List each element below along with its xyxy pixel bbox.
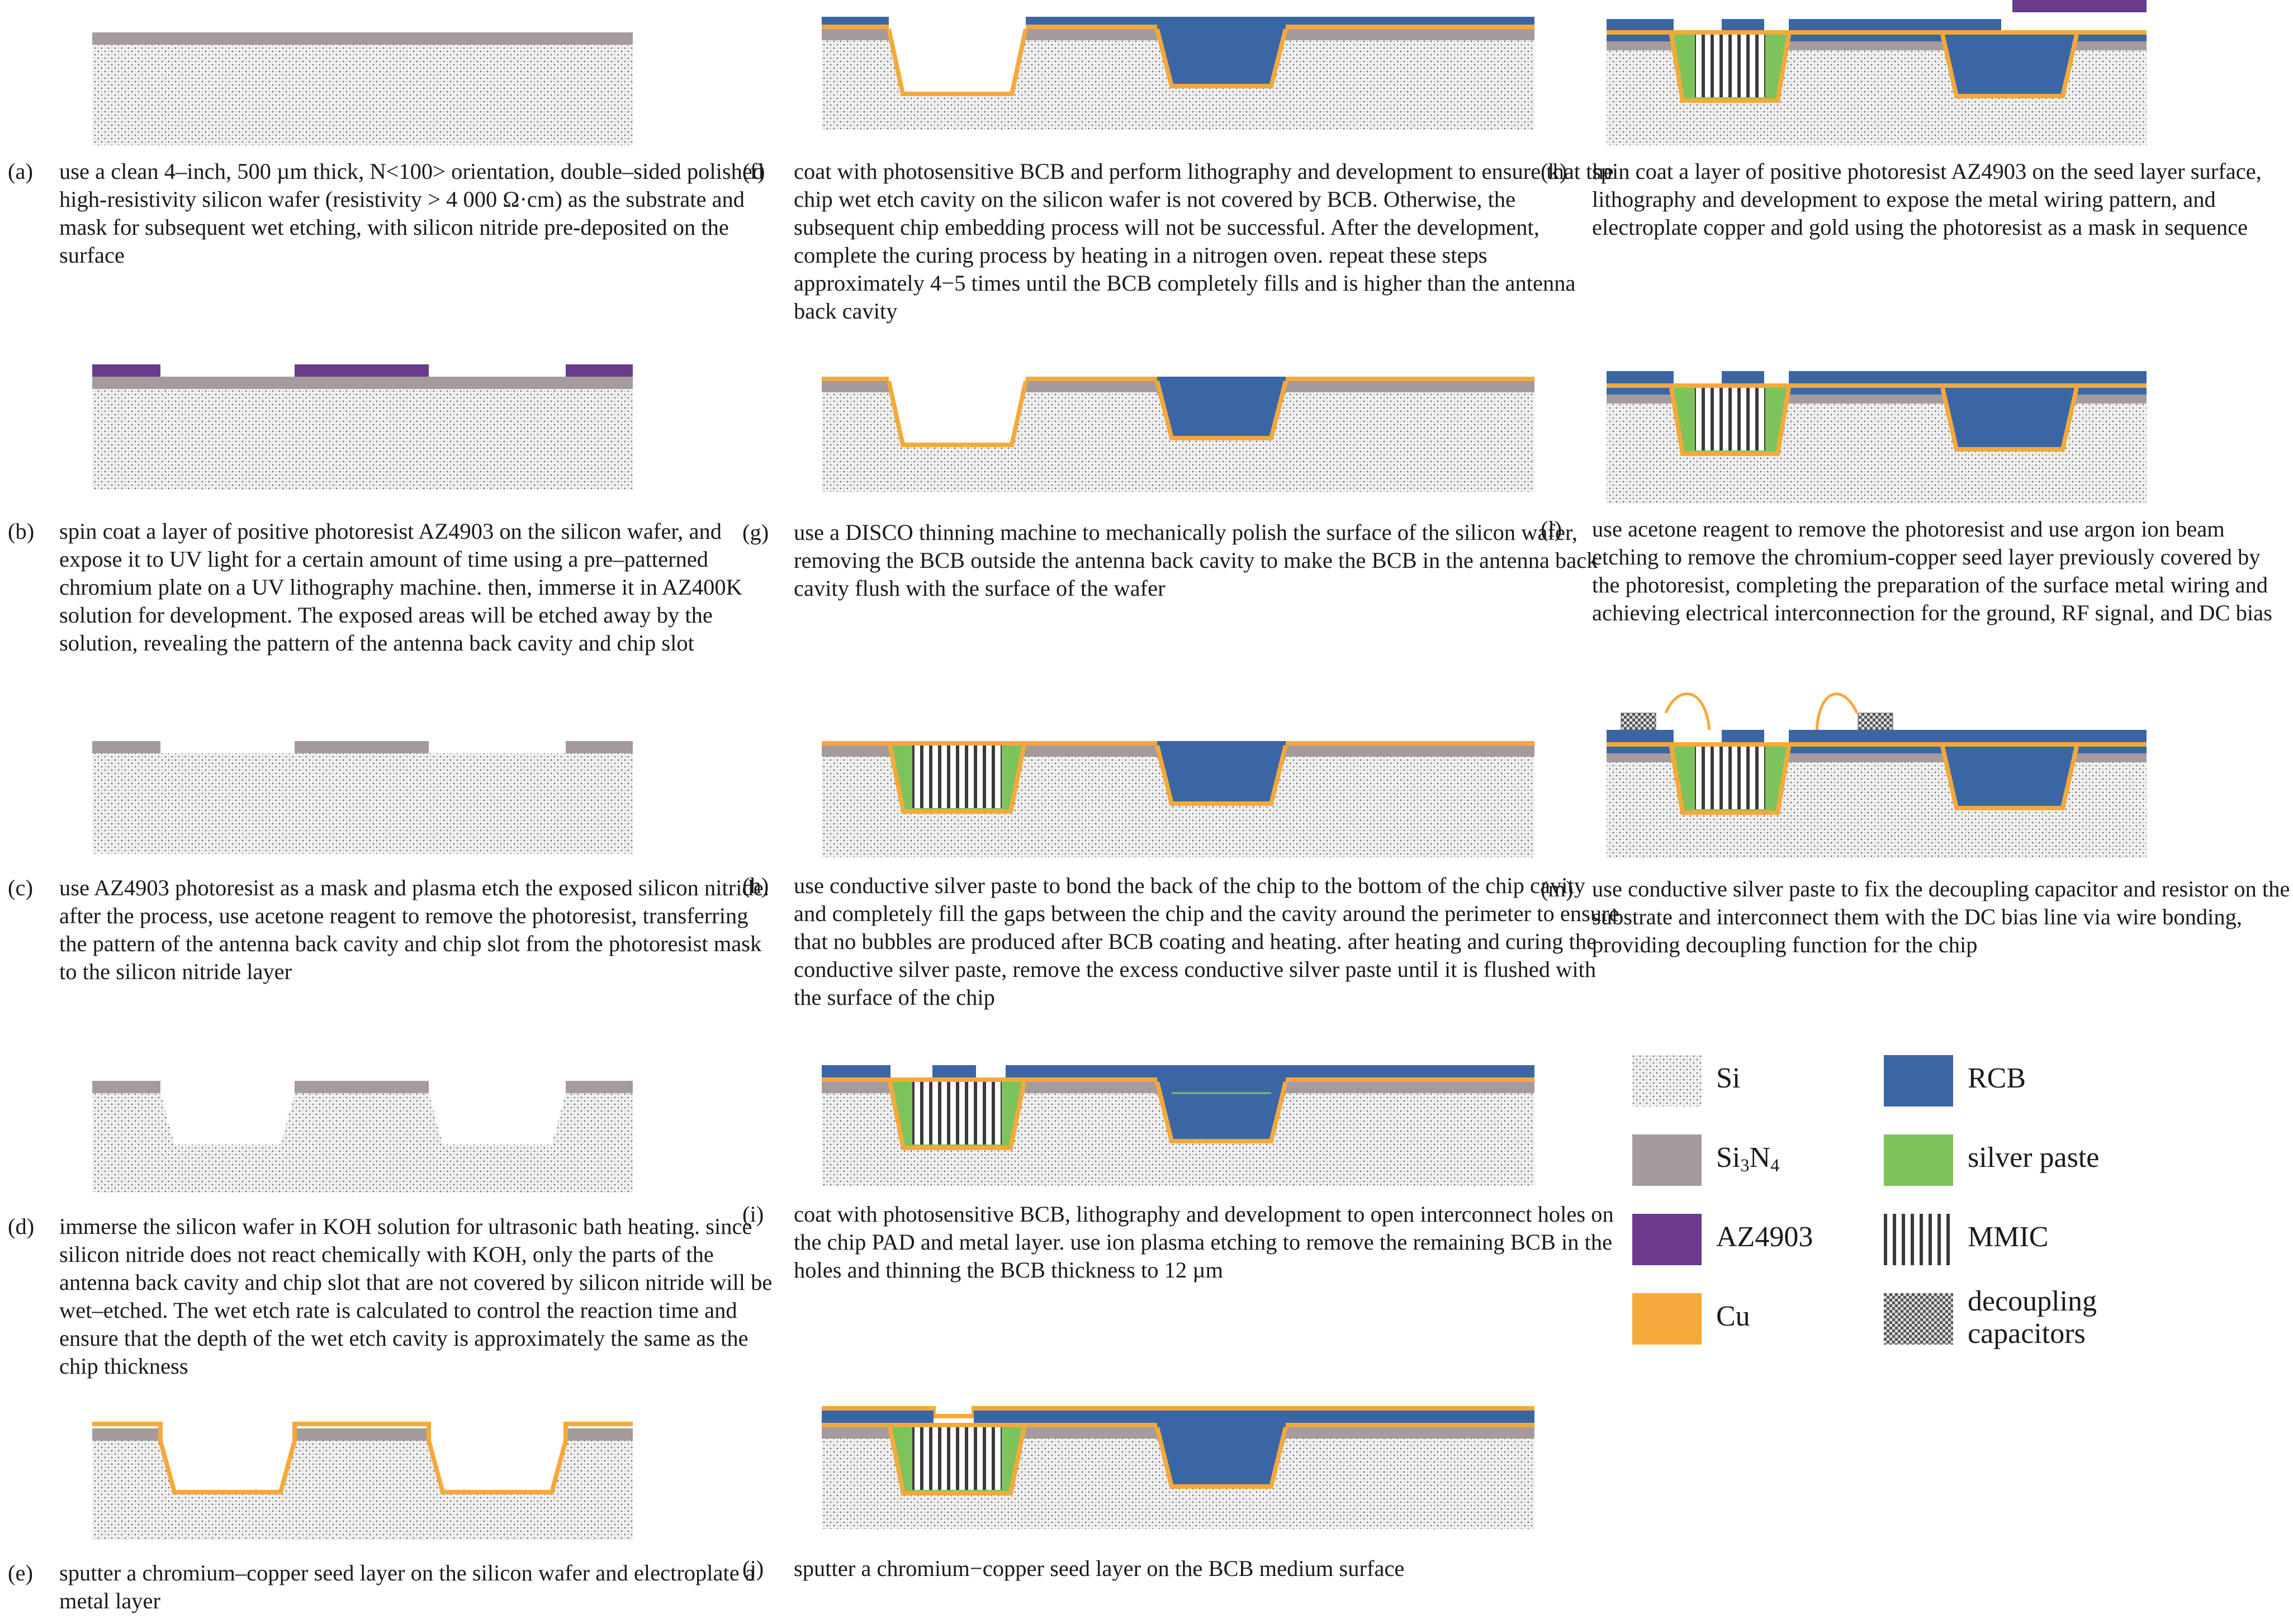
caption-text: use conductive silver paste to fix the d… bbox=[1592, 876, 2290, 957]
step-b: (b) spin coat a layer of positive photore… bbox=[0, 346, 742, 715]
caption-g: (g) use a DISCO thinning machine to mecha… bbox=[742, 519, 1621, 602]
caption-label: (c) bbox=[8, 875, 33, 900]
legend-swatch-bcb bbox=[1884, 1055, 1953, 1107]
caption-text: sputter a chromium−copper seed layer on … bbox=[794, 1556, 1405, 1581]
caption-i: (i) coat with photosensitive BCB, lithogr… bbox=[742, 1200, 1621, 1284]
caption-text: use acetone reagent to remove the photor… bbox=[1592, 516, 2272, 625]
caption-l: (l) use acetone reagent to remove the pho… bbox=[1541, 515, 2293, 627]
legend-label: RCB bbox=[1968, 1062, 2026, 1094]
legend-label: Si bbox=[1716, 1062, 1741, 1094]
caption-text: use AZ4903 photoresist as a mask and pla… bbox=[59, 875, 769, 984]
caption-label: (g) bbox=[742, 520, 769, 545]
step-e: (e) sputter a chromium–copper seed layer … bbox=[0, 1419, 755, 1621]
caption-text: sputter a chromium–copper seed layer on … bbox=[59, 1560, 755, 1613]
caption-label: (l) bbox=[1541, 516, 1562, 542]
step-g: (g) use a DISCO thinning machine to mecha… bbox=[732, 367, 1598, 646]
legend-swatch-si3n4 bbox=[1632, 1134, 1702, 1186]
step-k: (k) spin coat a layer of positive photore… bbox=[1532, 0, 2262, 291]
caption-c: (c) use AZ4903 photoresist as a mask and … bbox=[8, 874, 775, 986]
step-m: (m) use conductive silver paste to fix th… bbox=[1532, 691, 2290, 1004]
legend-swatch-mmic bbox=[1884, 1214, 1953, 1265]
step-a: (a) use a clean 4–inch, 500 µm thick, N<1… bbox=[0, 0, 764, 302]
legend-swatch-az4903 bbox=[1632, 1214, 1702, 1265]
caption-b: (b) spin coat a layer of positive photore… bbox=[8, 517, 775, 657]
legend: Si Si3N4 AZ4903 Cu RCB silver paste MMIC… bbox=[1632, 1055, 2242, 1357]
caption-label: (m) bbox=[1541, 876, 1574, 901]
cross-section-c bbox=[92, 741, 633, 854]
legend-label: Si3N4 bbox=[1716, 1142, 1780, 1176]
legend-label: MMIC bbox=[1968, 1221, 2049, 1253]
caption-label: (i) bbox=[742, 1202, 764, 1227]
caption-text: coat with photosensitive BCB, lithograph… bbox=[794, 1202, 1614, 1283]
step-j: (j) sputter a chromium−copper seed layer … bbox=[732, 1397, 1571, 1609]
caption-label: (j) bbox=[742, 1556, 764, 1581]
cross-section-e bbox=[92, 1422, 633, 1540]
caption-f: (f) coat with photosensitive BCB and perf… bbox=[742, 158, 1621, 325]
caption-text: use a clean 4–inch, 500 µm thick, N<100>… bbox=[59, 159, 764, 268]
cross-section-m bbox=[1607, 692, 2147, 858]
legend-label: silver paste bbox=[1968, 1142, 2100, 1174]
caption-text: immerse the silicon wafer in KOH solutio… bbox=[59, 1214, 773, 1379]
caption-label: (f) bbox=[742, 159, 765, 184]
caption-label: (b) bbox=[8, 519, 35, 544]
cross-section-d bbox=[92, 1081, 633, 1193]
cross-section-j bbox=[822, 1406, 1534, 1529]
caption-e: (e) sputter a chromium–copper seed layer … bbox=[8, 1559, 775, 1615]
step-l: (l) use acetone reagent to remove the pho… bbox=[1532, 363, 2272, 676]
legend-swatch-caps bbox=[1884, 1293, 1953, 1345]
cross-section-g bbox=[822, 377, 1534, 492]
caption-label: (h) bbox=[742, 873, 769, 898]
cross-section-l bbox=[1607, 371, 2147, 504]
legend-label: AZ4903 bbox=[1716, 1221, 1813, 1253]
cross-section-k bbox=[1607, 0, 2147, 145]
step-h: (h) use conductive silver paste to bond t… bbox=[732, 735, 1619, 1048]
caption-label: (d) bbox=[8, 1214, 35, 1239]
caption-text: coat with photosensitive BCB and perform… bbox=[794, 159, 1614, 324]
cross-section-h bbox=[822, 741, 1534, 857]
step-f: (f) coat with photosensitive BCB and perf… bbox=[732, 0, 1614, 358]
caption-m: (m) use conductive silver paste to fix th… bbox=[1541, 875, 2293, 959]
step-d: (d) immerse the silicon wafer in KOH solu… bbox=[0, 1073, 772, 1414]
caption-text: use a DISCO thinning machine to mechanic… bbox=[794, 520, 1598, 601]
caption-a: (a) use a clean 4–inch, 500 µm thick, N<1… bbox=[8, 158, 775, 269]
cross-section-f bbox=[822, 17, 1534, 130]
caption-d: (d) immerse the silicon wafer in KOH solu… bbox=[8, 1213, 775, 1380]
legend-label: Cu bbox=[1716, 1300, 1750, 1332]
cross-section-a bbox=[92, 32, 633, 145]
caption-j: (j) sputter a chromium−copper seed layer … bbox=[742, 1555, 1621, 1583]
caption-h: (h) use conductive silver paste to bond t… bbox=[742, 872, 1621, 1012]
legend-swatch-si bbox=[1632, 1055, 1702, 1107]
legend-swatch-silver-paste bbox=[1884, 1134, 1953, 1186]
caption-label: (e) bbox=[8, 1560, 33, 1585]
cross-section-i bbox=[822, 1065, 1534, 1186]
step-i: (i) coat with photosensitive BCB, lithogr… bbox=[732, 1060, 1614, 1339]
caption-label: (a) bbox=[8, 159, 33, 184]
legend-swatch-cu bbox=[1632, 1293, 1702, 1345]
caption-text: use conductive silver paste to bond the … bbox=[794, 873, 1619, 1010]
caption-label: (k) bbox=[1541, 159, 1567, 184]
step-c: (c) use AZ4903 photoresist as a mask and … bbox=[0, 732, 769, 1023]
caption-text: spin coat a layer of positive photoresis… bbox=[1592, 159, 2262, 240]
caption-text: spin coat a layer of positive photoresis… bbox=[59, 519, 742, 656]
cross-section-b bbox=[92, 364, 633, 490]
caption-k: (k) spin coat a layer of positive photore… bbox=[1541, 158, 2293, 241]
